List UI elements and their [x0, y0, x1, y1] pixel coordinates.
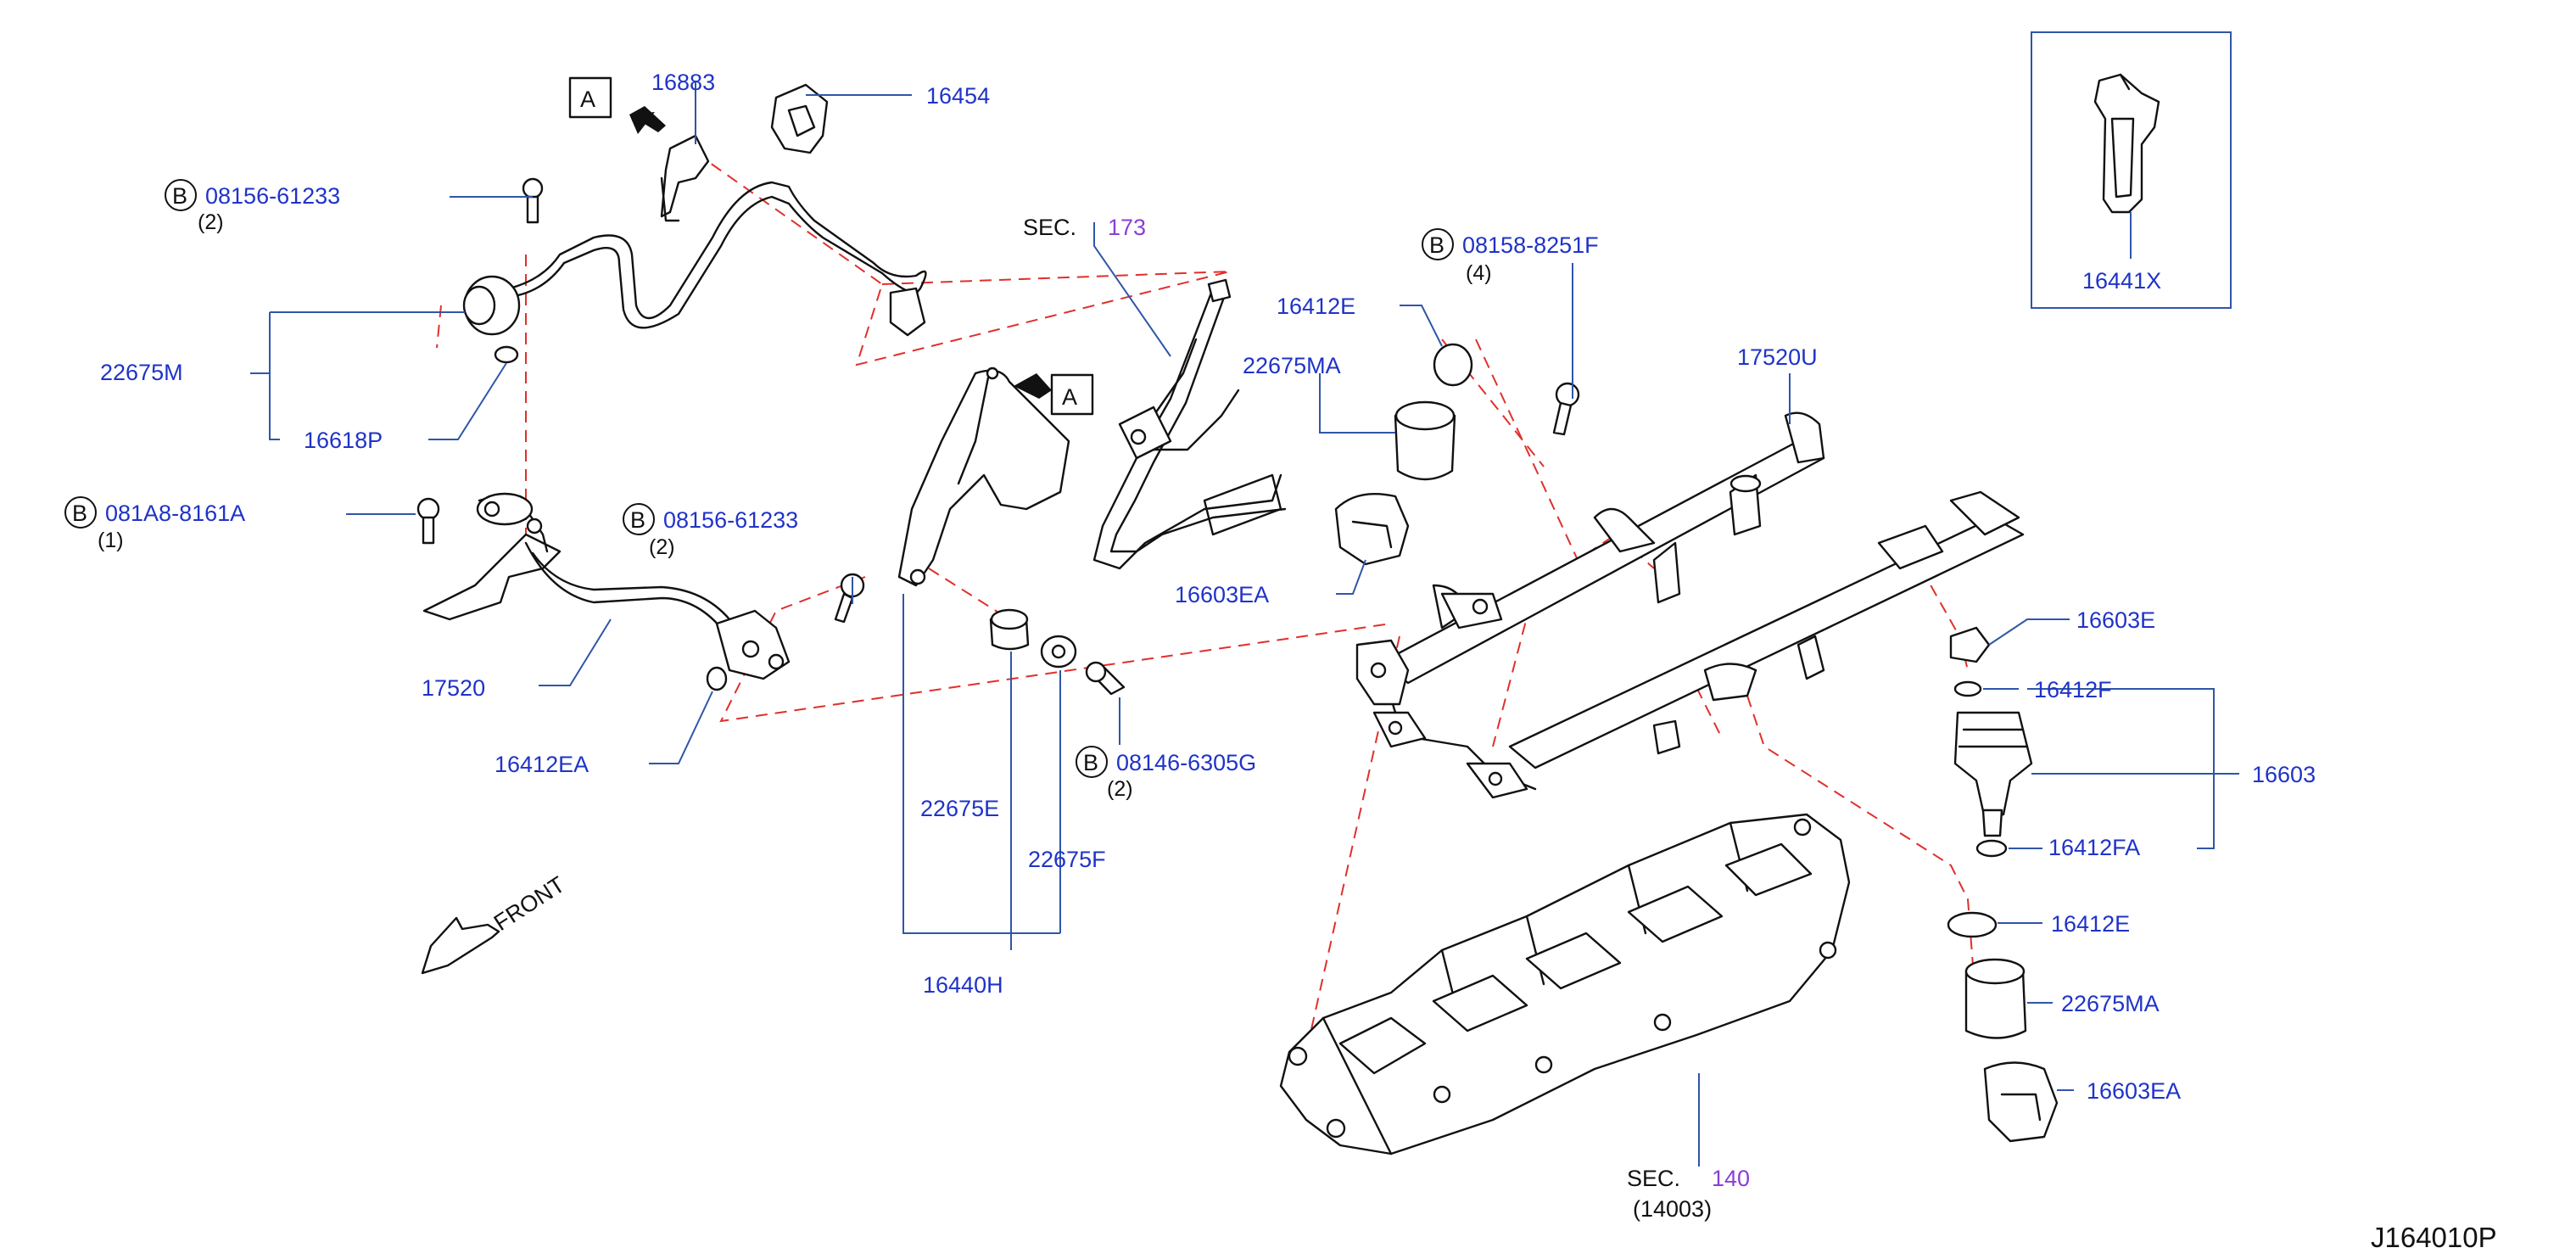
diagram-code: J164010P [2371, 1222, 2497, 1253]
label-16441X[interactable]: 16441X [2082, 268, 2161, 294]
bolt-qty: (2) [1107, 777, 1133, 801]
b-marker-icon [623, 503, 655, 535]
bolt-callout-4[interactable]: B 08146-6305G (2) [1076, 746, 1256, 801]
bolt-code: 08156-61233 [205, 183, 340, 209]
b-marker-icon [1076, 746, 1108, 778]
o-ring-16412E-top [1433, 343, 1473, 387]
inset-box-16441X [2031, 31, 2232, 309]
front-arrow-icon [421, 916, 500, 975]
bolt-code: 08156-61233 [663, 507, 798, 533]
label-22675M[interactable]: 22675M [100, 360, 183, 385]
label-16412E-top[interactable]: 16412E [1277, 294, 1355, 319]
bolt-08156-lower [834, 573, 865, 624]
bolt-qty: (2) [649, 535, 675, 559]
section-prefix: SEC. [1627, 1166, 1680, 1191]
view-marker-a-top: A [580, 87, 595, 112]
view-marker-a-mid: A [1062, 384, 1077, 410]
section-number: 140 [1712, 1166, 1750, 1191]
label-16603EA-top[interactable]: 16603EA [1175, 582, 1269, 607]
o-ring-16618P [494, 345, 519, 364]
label-16440H[interactable]: 16440H [923, 972, 1003, 998]
label-16412EA[interactable]: 16412EA [495, 752, 589, 777]
o-ring-16412F [1953, 680, 1982, 697]
bolt-callout-1[interactable]: B 08156-61233 (2) [165, 179, 340, 234]
bolt-code: 08158-8251F [1462, 232, 1599, 258]
o-ring-16412FA [1975, 839, 2008, 858]
b-marker-icon [1422, 228, 1454, 260]
section-ref-173[interactable]: SEC. 173 [1023, 215, 1146, 240]
label-17520U[interactable]: 17520U [1737, 344, 1818, 370]
view-arrow-a-top [568, 76, 666, 134]
bolt-081A8 [416, 497, 440, 545]
b-marker-icon [165, 179, 197, 211]
fuel-tube-17520 [422, 492, 791, 680]
b-marker-icon [64, 496, 97, 529]
fuel-line-sec173 [1092, 278, 1287, 570]
section-prefix: SEC. [1023, 215, 1076, 240]
label-16603EA-bot[interactable]: 16603EA [2087, 1078, 2181, 1104]
intake-manifold-sec140 [1279, 813, 1851, 1155]
label-16603[interactable]: 16603 [2252, 762, 2316, 787]
label-22675MA-top[interactable]: 22675MA [1243, 353, 1341, 378]
label-16412FA[interactable]: 16412FA [2048, 835, 2140, 860]
cap-16603EA-bot [1983, 1061, 2059, 1143]
bolt-qty: (4) [1466, 261, 1492, 285]
bolt-callout-3[interactable]: B 08156-61233 (2) [623, 503, 798, 559]
front-label: FRONT [489, 871, 569, 936]
injector-16603 [1953, 711, 2033, 837]
b-marker-letter: B [72, 501, 87, 526]
clip-16603E [1949, 626, 1991, 663]
clip-16454 [770, 83, 829, 154]
label-22675F[interactable]: 22675F [1028, 847, 1106, 872]
b-marker-letter: B [1429, 232, 1444, 258]
label-16603E[interactable]: 16603E [2076, 607, 2155, 633]
bracket-16440H [897, 367, 1070, 587]
grommet-22675E [989, 608, 1030, 651]
clip-16883 [660, 134, 710, 222]
b-marker-letter: B [1083, 750, 1098, 775]
bolt-08156-upper [522, 177, 544, 224]
bolt-08146 [1085, 661, 1126, 696]
section-subref: (14003) [1633, 1196, 1712, 1222]
fuel-tube-upper [462, 181, 927, 337]
spacer-22675MA-bot [1964, 958, 2027, 1039]
bolt-callout-5[interactable]: B 08158-8251F (4) [1422, 228, 1599, 285]
collar-22675F [1040, 635, 1077, 669]
leader-lines [250, 81, 2239, 1167]
label-16412E-bot[interactable]: 16412E [2051, 911, 2130, 937]
bolt-qty: (1) [98, 529, 124, 552]
label-16883[interactable]: 16883 [651, 70, 715, 95]
cap-16603EA-top [1334, 493, 1410, 566]
label-16454[interactable]: 16454 [926, 83, 990, 109]
section-ref-140[interactable]: SEC. 140 (14003) [1627, 1166, 1750, 1222]
bolt-code: 081A8-8161A [105, 501, 245, 526]
label-16412F[interactable]: 16412F [2034, 677, 2112, 702]
bolt-qty: (2) [198, 210, 224, 234]
spacer-22675MA-top [1394, 400, 1456, 481]
label-17520[interactable]: 17520 [422, 675, 485, 701]
label-16618P[interactable]: 16618P [304, 428, 383, 453]
bolt-callout-2[interactable]: B 081A8-8161A (1) [64, 496, 245, 552]
fuel-rail-17520U [1355, 411, 2025, 799]
view-arrow-a-mid [1014, 373, 1094, 416]
bolt-code: 08146-6305G [1116, 750, 1256, 775]
label-22675E[interactable]: 22675E [920, 796, 999, 821]
section-number: 173 [1108, 215, 1146, 240]
b-marker-letter: B [172, 183, 187, 209]
o-ring-16412E-bot [1947, 911, 1998, 938]
o-ring-16412EA [706, 666, 728, 691]
label-22675MA-bot[interactable]: 22675MA [2061, 991, 2160, 1016]
bolt-08158 [1552, 382, 1580, 436]
b-marker-letter: B [630, 507, 645, 533]
